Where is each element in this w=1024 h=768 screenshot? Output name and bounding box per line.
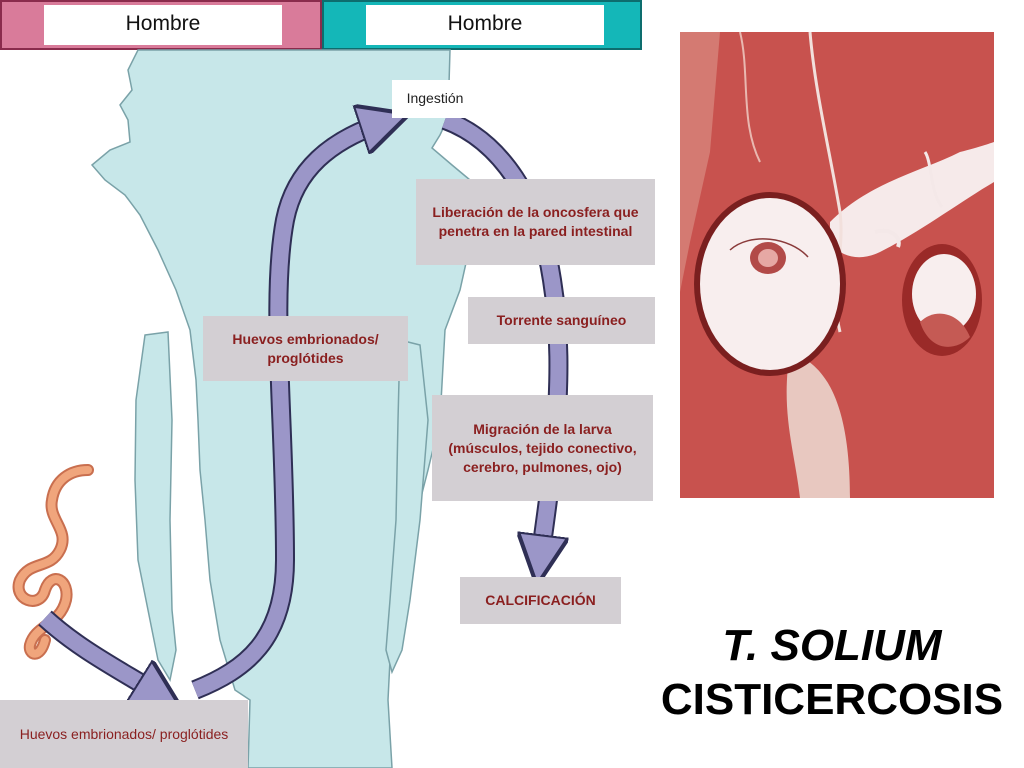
tapeworm-segments <box>14 466 92 658</box>
oncosphere-release-box: Liberación de la oncosfera que penetra e… <box>416 179 655 265</box>
ingestion-label: Ingestión <box>392 80 478 118</box>
host-header-left: Hombre <box>0 0 322 50</box>
eggs-proglottids-center-box: Huevos embrionados/ proglótides <box>203 316 408 381</box>
larva-migration-box: Migración de la larva (músculos, tejido … <box>432 395 653 501</box>
bloodstream-box: Torrente sanguíneo <box>468 297 655 344</box>
host-header-right: Hombre <box>322 0 642 50</box>
cysticercus-micrograph <box>680 32 994 498</box>
title-disease: CISTICERCOSIS <box>660 675 1004 724</box>
host-label-right: Hombre <box>366 5 604 45</box>
life-cycle-diagram <box>12 49 680 768</box>
calcification-box: CALCIFICACIÓN <box>460 577 621 624</box>
eggs-proglottids-bottom-box: Huevos embrionados/ proglótides <box>0 700 248 768</box>
tissue-micrograph-image <box>680 32 994 498</box>
title-species: T. SOLIUM <box>722 621 942 670</box>
host-label-left: Hombre <box>44 5 282 45</box>
